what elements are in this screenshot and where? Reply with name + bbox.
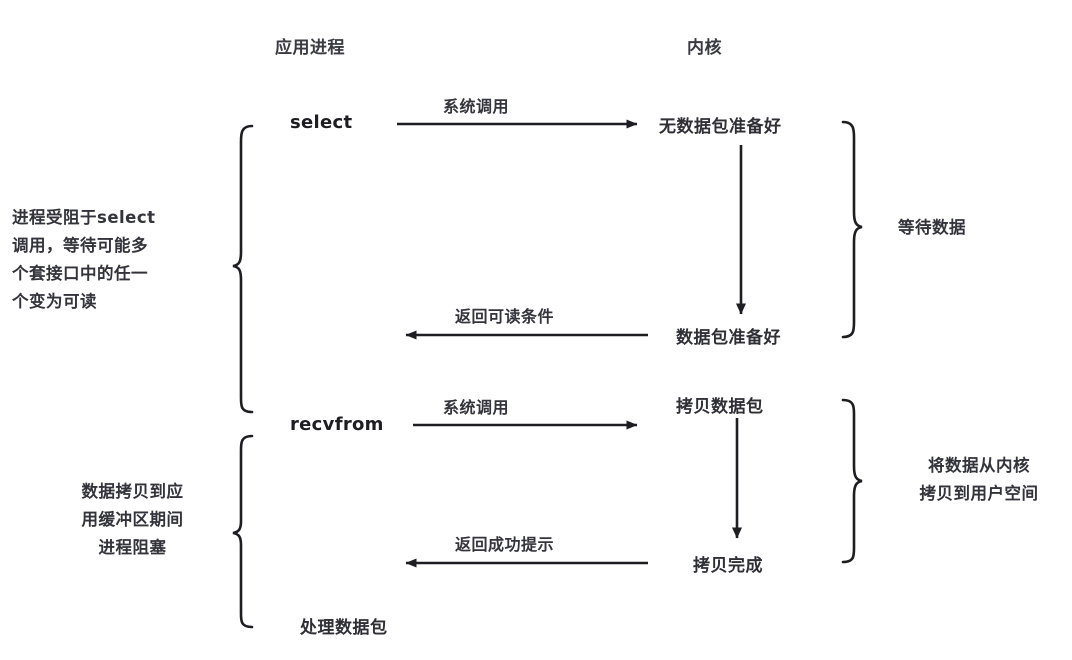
brace-kernel-wait: [841, 120, 863, 339]
arrow-label-syscall-2: 系统调用: [443, 398, 510, 417]
footer-process-datagram: 处理数据包: [300, 618, 388, 638]
column-header-kernel: 内核: [687, 38, 722, 58]
arrow-label-syscall-1: 系统调用: [443, 97, 510, 116]
column-header-app-process: 应用进程: [275, 38, 345, 58]
brace-app-copy: [232, 434, 254, 629]
arrow-label-return-success: 返回成功提示: [455, 535, 555, 554]
kernel-note-copy-to-user: 将数据从内核 拷贝到用户空间: [919, 456, 1039, 503]
call-label-select: select: [290, 112, 353, 133]
brace-kernel-copy: [841, 398, 863, 564]
app-note-blocked-in-select: 进程受阻于select 调用，等待可能多 个套接口中的任一 个变为可读: [12, 208, 156, 311]
call-label-recvfrom: recvfrom: [290, 414, 384, 435]
arrow-label-return-readable: 返回可读条件: [455, 307, 555, 326]
kernel-state-datagram-ready: 数据包准备好: [676, 328, 781, 348]
brace-app-select: [232, 124, 254, 414]
kernel-state-copy-datagram: 拷贝数据包: [676, 397, 764, 417]
app-note-blocked-in-copy: 数据拷贝到应 用缓冲区期间 进程阻塞: [81, 482, 184, 557]
kernel-note-wait-for-data: 等待数据: [898, 218, 966, 237]
kernel-state-no-datagram-ready: 无数据包准备好: [659, 117, 782, 137]
kernel-state-copy-complete: 拷贝完成: [693, 556, 763, 576]
